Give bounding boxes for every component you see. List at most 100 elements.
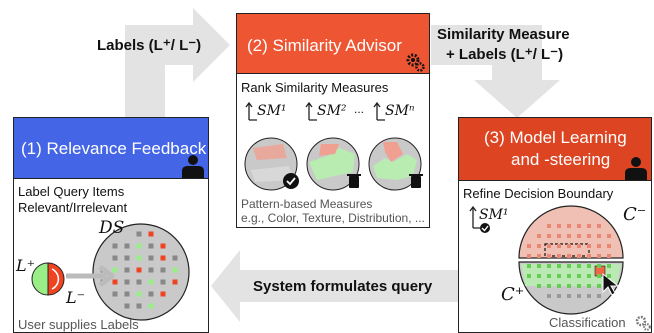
arrow-labels — [125, 8, 230, 118]
label-split-circle — [31, 262, 65, 296]
dataset-item — [148, 231, 154, 237]
box1-line2: Relevant/Irrelevant — [18, 200, 128, 215]
arrow-label-similarity-2: + Labels (L⁺/ L⁻) — [446, 46, 564, 63]
dataset-item — [148, 291, 154, 297]
classified-item — [587, 294, 591, 298]
dataset-item — [136, 303, 142, 309]
classified-item — [607, 264, 611, 268]
sm1-axis-icon-b3 — [469, 205, 490, 233]
classified-item — [557, 264, 561, 268]
classified-item — [597, 264, 601, 268]
box2-subtitle: Rank Similarity Measures — [241, 80, 389, 95]
classified-item — [547, 294, 551, 298]
dataset-item — [172, 267, 178, 273]
box3-footer: Classification — [549, 315, 626, 330]
l-plus-label: L⁺ — [16, 256, 36, 275]
sm2-label: SM² — [317, 103, 347, 119]
dataset-item — [160, 279, 166, 285]
box2-caption1: Pattern-based Measures — [241, 197, 373, 211]
classified-item — [587, 284, 591, 288]
smn-label: SMⁿ — [385, 103, 415, 119]
dataset-item — [112, 255, 118, 261]
classified-item — [577, 224, 581, 228]
classified-item — [597, 244, 601, 248]
classified-item — [557, 244, 561, 248]
classified-item — [567, 224, 571, 228]
classified-item — [577, 254, 581, 258]
l-minus-label: L⁻ — [66, 288, 86, 307]
classified-item — [607, 234, 611, 238]
dataset-item — [124, 279, 130, 285]
gears-icon — [406, 53, 425, 72]
dataset-item — [172, 255, 178, 261]
dataset-item — [160, 243, 166, 249]
classified-item — [597, 284, 601, 288]
classified-item — [587, 264, 591, 268]
classified-item — [557, 274, 561, 278]
similarity-advisor-title: (2) Similarity Advisor — [247, 36, 402, 55]
classified-item — [557, 284, 561, 288]
dataset-item — [160, 267, 166, 273]
model-learning-panel: (3) Model Learning and -steering Refine … — [458, 117, 652, 333]
classified-item — [577, 264, 581, 268]
arrow-label-query: System formulates query — [253, 278, 433, 295]
classified-item — [607, 244, 611, 248]
dataset-item — [160, 255, 166, 261]
dataset-item — [112, 279, 118, 285]
dataset-item — [172, 279, 178, 285]
classified-item — [567, 244, 571, 248]
user-icon — [625, 157, 647, 180]
dataset-item — [148, 279, 154, 285]
classified-item — [587, 234, 591, 238]
classified-item — [547, 234, 551, 238]
classified-item — [577, 234, 581, 238]
classified-item — [587, 274, 591, 278]
arrow-label-similarity-1: Similarity Measure — [437, 26, 570, 43]
relevance-feedback-title: (1) Relevance Feedback — [21, 139, 207, 158]
arrow-label-labels: Labels (L⁺/ L⁻) — [97, 37, 202, 54]
classified-item — [537, 254, 541, 258]
relevance-feedback-header: (1) Relevance Feedback — [14, 118, 208, 179]
classified-item — [547, 274, 551, 278]
classified-item — [567, 274, 571, 278]
dataset-item — [160, 291, 166, 297]
model-learning-header: (3) Model Learning and -steering — [459, 118, 651, 181]
classified-item — [597, 294, 601, 298]
gears-icon — [635, 315, 651, 331]
classified-item — [527, 254, 531, 258]
sm2-axis-icon — [305, 101, 317, 121]
sm2-ranking-circle — [306, 137, 361, 191]
dataset-item — [148, 267, 154, 273]
arrow-query — [211, 250, 458, 322]
classified-item — [557, 254, 561, 258]
dataset-item — [124, 243, 130, 249]
classified-item — [567, 264, 571, 268]
classified-item — [547, 264, 551, 268]
dataset-item — [136, 231, 142, 237]
classified-item — [587, 224, 591, 228]
similarity-advisor-panel: (2) Similarity Advisor Rank Similarity M… — [236, 13, 430, 228]
classified-item — [527, 274, 531, 278]
classified-item — [527, 244, 531, 248]
classified-item — [527, 264, 531, 268]
dataset-item — [136, 291, 142, 297]
classified-item — [557, 294, 561, 298]
dataset-item — [136, 255, 142, 261]
classified-item — [537, 284, 541, 288]
classified-item — [567, 234, 571, 238]
relevance-feedback-panel: (1) Relevance Feedback Label Query Items… — [13, 117, 209, 333]
classified-item — [537, 244, 541, 248]
ds-label: DS — [99, 218, 125, 238]
dataset-item — [148, 243, 154, 249]
dataset-item — [112, 267, 118, 273]
user-icon — [182, 155, 204, 178]
classified-item — [607, 254, 611, 258]
classified-item — [567, 294, 571, 298]
dataset-item — [136, 279, 142, 285]
smn-axis-icon — [373, 101, 385, 121]
sm1-axis-icon — [245, 101, 257, 121]
classified-item — [597, 224, 601, 228]
dataset-item — [124, 303, 130, 309]
dataset-item — [124, 255, 130, 261]
